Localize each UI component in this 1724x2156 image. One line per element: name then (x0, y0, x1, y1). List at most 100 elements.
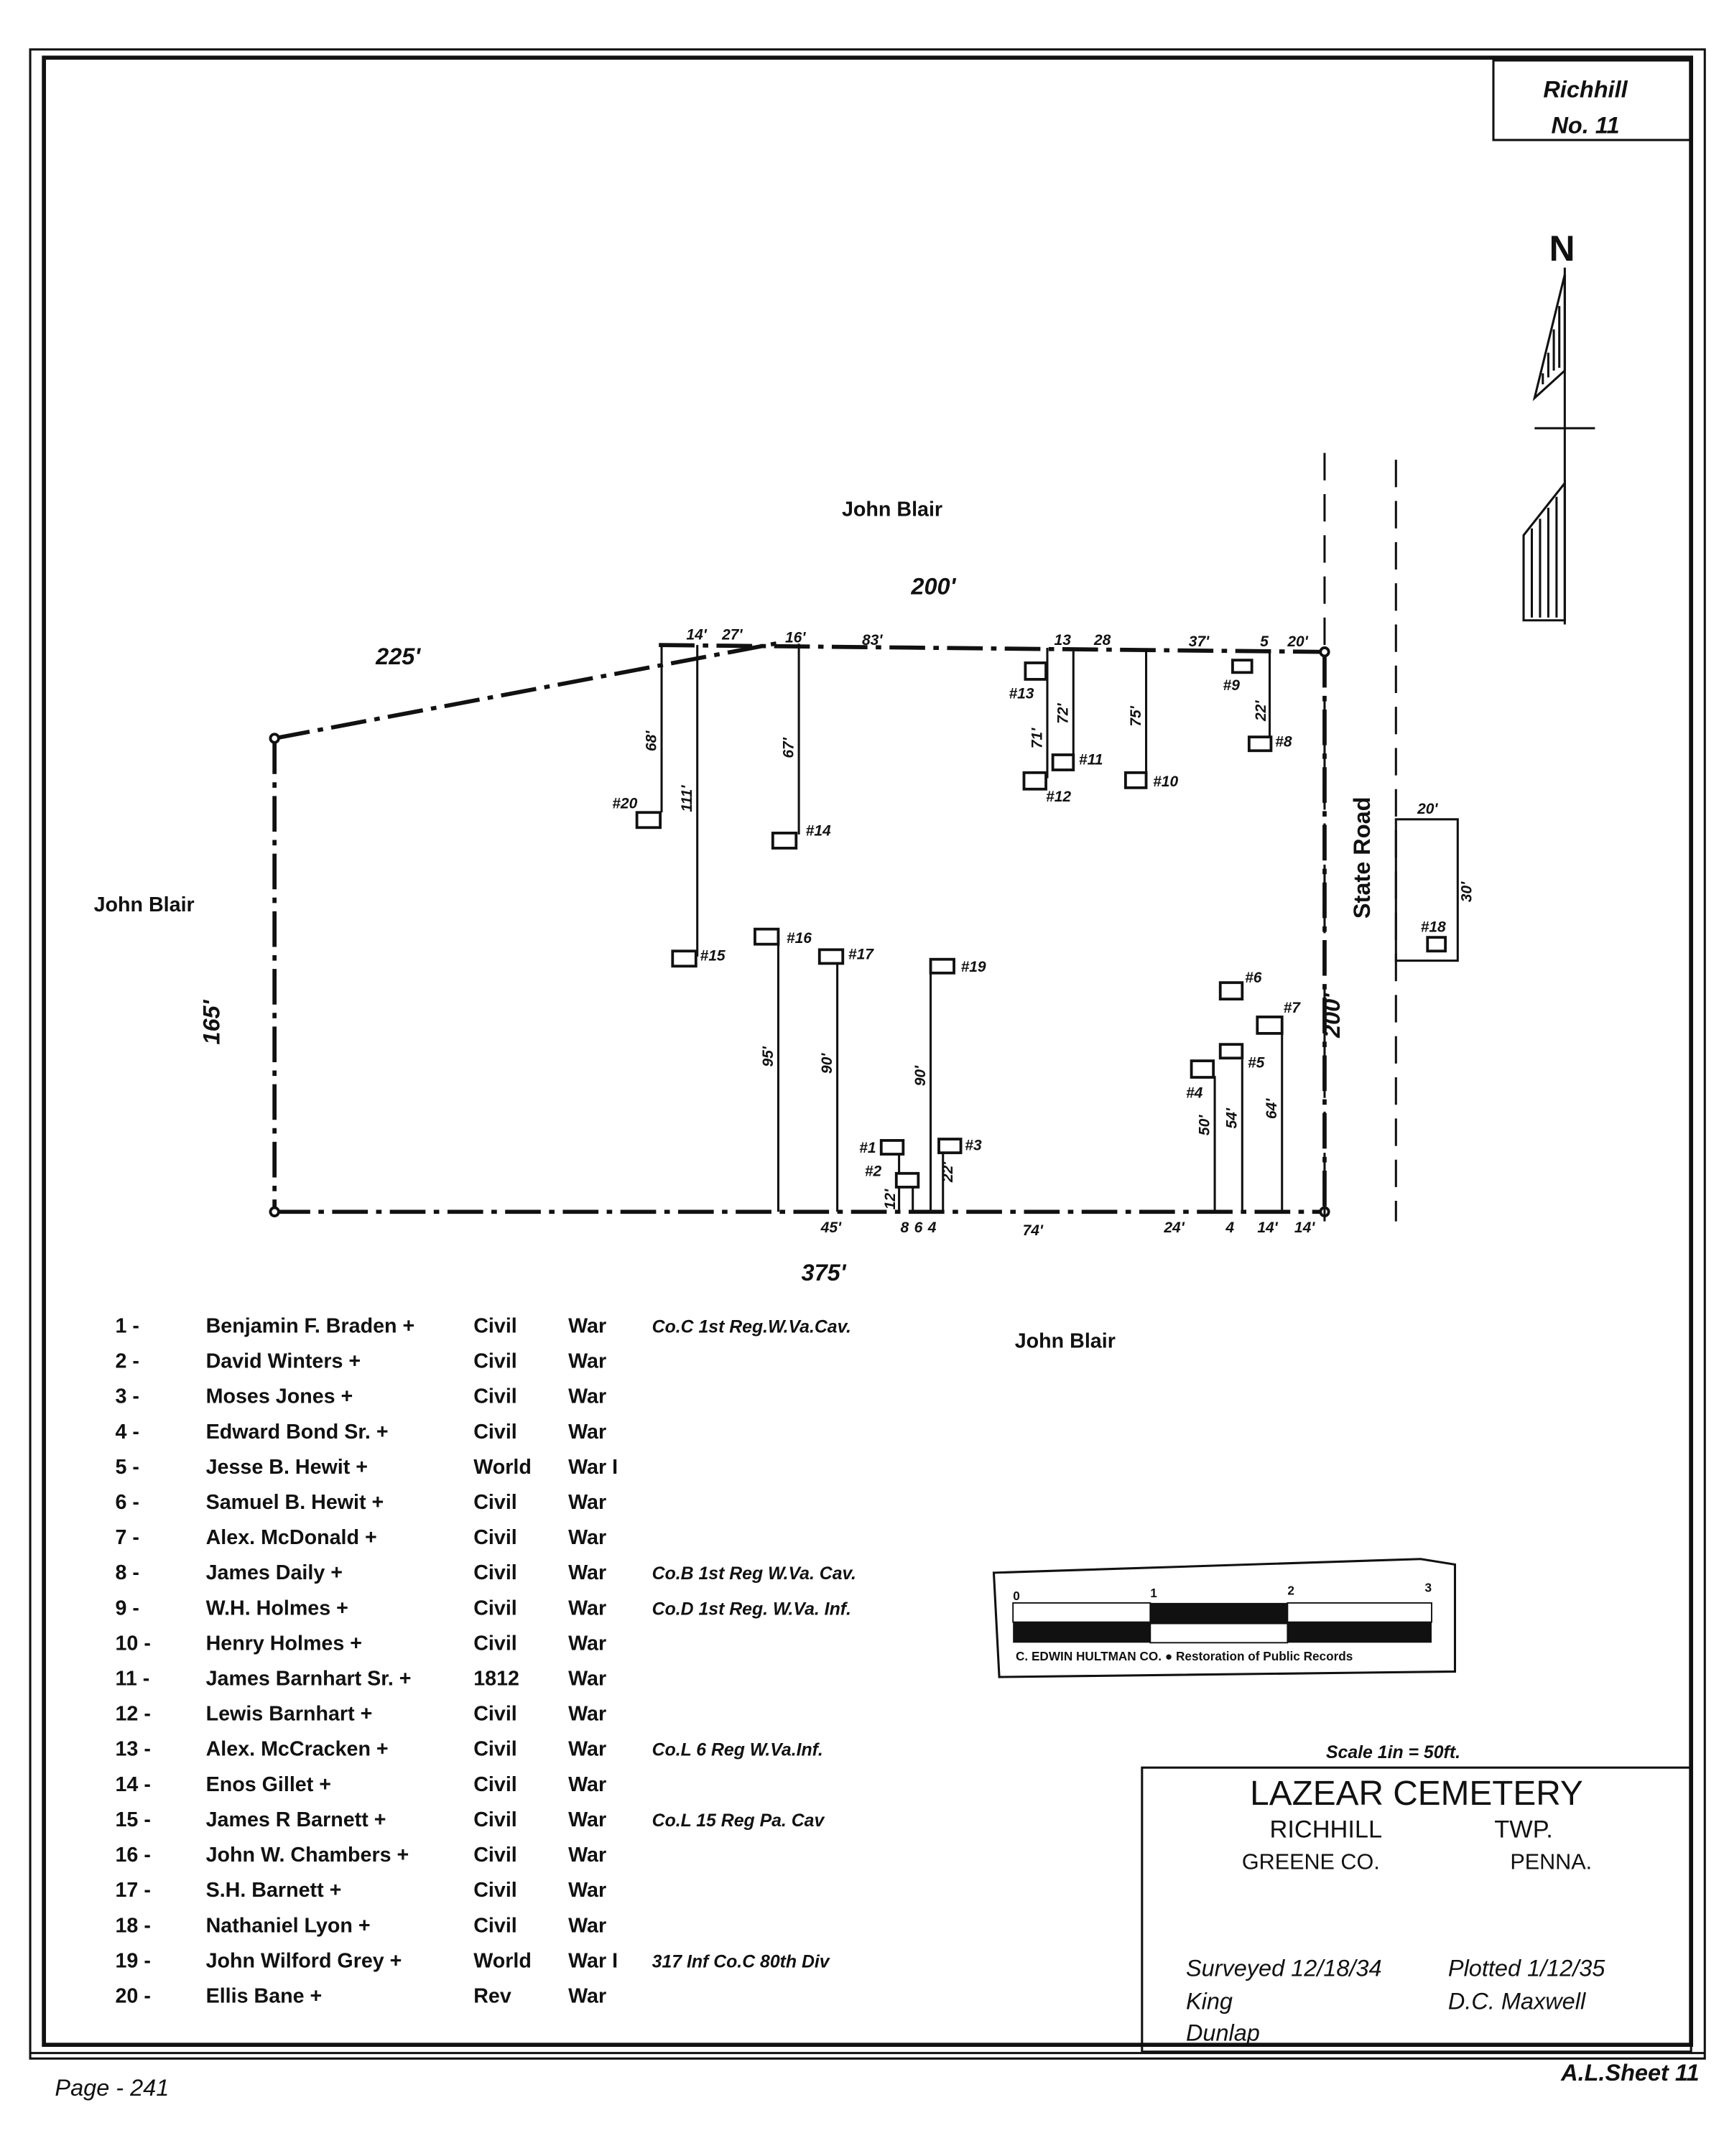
roster-name: Lewis Barnhart + (206, 1703, 373, 1726)
roster-war-suffix: War I (568, 1456, 618, 1479)
offset-label: 24' (1163, 1219, 1185, 1236)
depth-label: 54' (1224, 1107, 1241, 1128)
roster-war: Civil (473, 1314, 517, 1337)
offset-label: 83' (862, 632, 883, 649)
depth-label: 72' (1055, 702, 1072, 723)
roster-war-suffix: War (568, 1914, 606, 1937)
roster-name: James Daily + (206, 1561, 343, 1584)
roster-war-suffix: War (568, 1703, 606, 1726)
measurement-lines (660, 643, 1284, 1212)
page-number: Page - 241 (55, 2075, 169, 2101)
scale-tick: 3 (1424, 1581, 1432, 1595)
roster-war-suffix: War (568, 1632, 606, 1655)
roster-number: 2 - (116, 1350, 139, 1373)
grave-label: #9 (1223, 677, 1241, 694)
depth-label: 111' (679, 785, 695, 812)
grave-label: #17 (848, 947, 874, 963)
state: PENNA. (1510, 1850, 1592, 1874)
offset-label: 4 (927, 1219, 937, 1236)
scale-bar: 0 1 2 3 C. EDWIN HULTMAN CO. ● Restorati… (992, 1558, 1457, 1678)
depth-label: 64' (1264, 1098, 1280, 1119)
offset-label: 6 (914, 1219, 923, 1236)
depth-label: 95' (760, 1046, 777, 1067)
roster-war-suffix: War (568, 1491, 606, 1514)
roster-war-suffix: War (568, 1668, 606, 1691)
roster-number: 12 - (116, 1703, 151, 1726)
depth-label: 22' (1253, 700, 1269, 722)
grave-label: #20 (612, 796, 637, 812)
offset-label: 20' (1287, 633, 1308, 650)
roster-war: World (473, 1949, 532, 1972)
sheet-number-box: Richhill No. 11 (1492, 59, 1692, 141)
roster-war-suffix: War (568, 1385, 606, 1408)
roster-name: John W. Chambers + (206, 1844, 409, 1867)
depth-label: 50' (1196, 1115, 1213, 1135)
road-label: State Road (1349, 797, 1375, 919)
county: GREENE CO. (1242, 1850, 1380, 1874)
twp: TWP. (1494, 1816, 1553, 1844)
depth-label: 71' (1029, 728, 1045, 748)
roster-war: Civil (473, 1632, 517, 1655)
roster-war: Civil (473, 1385, 517, 1408)
north-length: 200' (910, 573, 956, 599)
depth-label: 90' (912, 1065, 929, 1086)
north-label: N (1549, 228, 1575, 269)
roster-war-suffix: War (568, 1773, 606, 1796)
roster-number: 18 - (116, 1914, 151, 1937)
roster-name: Ellis Bane + (206, 1985, 323, 2008)
roster-name: Moses Jones + (206, 1385, 353, 1408)
offset-label: 5 (1260, 633, 1269, 650)
roster-war-suffix: War I (568, 1949, 618, 1972)
offset-label: 45' (820, 1219, 842, 1236)
surveyor: King (1186, 1988, 1233, 2014)
offset-label: 14' (1257, 1219, 1278, 1236)
roster-war: Rev (473, 1985, 511, 2008)
roster-war: Civil (473, 1703, 517, 1726)
roster-name: David Winters + (206, 1350, 361, 1373)
roster-war-suffix: War (568, 1844, 606, 1867)
roster-war: Civil (473, 1421, 517, 1444)
roster-name: Benjamin F. Braden + (206, 1314, 415, 1337)
depth-label: 90' (819, 1053, 835, 1074)
sheet-township: Richhill (1543, 77, 1628, 103)
offset-label: 14' (1294, 1219, 1315, 1236)
roster-number: 16 - (116, 1844, 151, 1867)
roster-war-suffix: War (568, 1597, 606, 1620)
roster-name: Alex. McDonald + (206, 1526, 377, 1549)
roster-name: John Wilford Grey + (206, 1949, 402, 1972)
north-arrow-icon: N (1522, 228, 1595, 625)
roster-war-suffix: War (568, 1421, 606, 1444)
roster-war-suffix: War (568, 1808, 606, 1831)
roster-number: 20 - (116, 1985, 151, 2008)
roster-number: 17 - (116, 1879, 151, 1902)
depth-label: 67' (780, 737, 797, 758)
roster-war-suffix: War (568, 1314, 606, 1337)
lot-depth: 30' (1458, 881, 1475, 902)
offset-label: 27' (721, 626, 743, 643)
depth-label: 22' (940, 1161, 956, 1183)
roster-name: S.H. Barnett + (206, 1879, 342, 1902)
roster-number: 8 - (116, 1561, 139, 1584)
roster-war-suffix: War (568, 1526, 606, 1549)
top-offsets: 14' 27' 16' 83' 13 28 37' 5 20' (686, 626, 1308, 650)
scale-text: Scale 1in = 50ft. (1326, 1743, 1460, 1762)
offset-label: 13 (1055, 632, 1072, 649)
scale-tick: 0 (1013, 1589, 1020, 1603)
grave-label: #14 (806, 823, 831, 840)
owner-north: John Blair (842, 498, 942, 521)
east-length: 200' (1319, 993, 1345, 1038)
owner-south: John Blair (1015, 1329, 1116, 1352)
grave-markers: #1 #2 #3 #4 #5 #6 #7 #8 #9 #10 #11 #12 #… (612, 659, 1447, 1189)
roster-war: Civil (473, 1526, 517, 1549)
grave-label: #12 (1046, 789, 1071, 805)
